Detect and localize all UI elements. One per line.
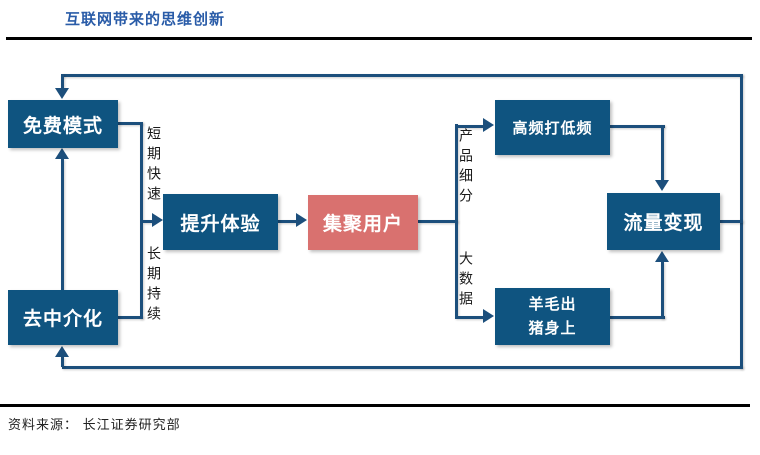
arrowhead-into-wool-icon [483, 309, 494, 323]
title-divider-line [6, 37, 752, 40]
arrowhead-into-free-model-top-icon [55, 88, 69, 99]
edge-disintermediation-out [118, 316, 143, 319]
edge-label-big-data: 大数据 [458, 251, 474, 311]
node-wool-label: 羊毛出 猪身上 [528, 293, 576, 340]
edge-loop-to-free-model [61, 74, 64, 89]
node-disintermediation: 去中介化 [8, 290, 118, 345]
edge-frame-top [62, 74, 743, 77]
node-traffic-monetization-label: 流量变现 [623, 213, 704, 234]
node-aggregate-users: 集聚用户 [308, 195, 418, 250]
edge-loop-to-disintermediation [61, 357, 64, 367]
figure-title: 互联网带来的思维创新 [65, 11, 226, 28]
edge-high-freq-out [610, 125, 665, 128]
arrowhead-into-improve-experience-icon [152, 213, 163, 227]
edge-wool-to-monetization [661, 262, 664, 319]
node-wool-from-pig: 羊毛出 猪身上 [495, 288, 610, 345]
footer-divider-line [0, 404, 750, 407]
edge-wool-out [610, 316, 665, 319]
edge-into-high-freq [458, 125, 484, 128]
node-disintermediation-label: 去中介化 [22, 309, 103, 330]
node-free-model: 免费模式 [8, 100, 118, 148]
edge-left-merge-rail [140, 122, 143, 319]
node-improve-experience-label: 提升体验 [180, 213, 261, 235]
arrowhead-into-free-model-bottom-icon [55, 148, 69, 159]
arrowhead-into-aggregate-users-icon [296, 213, 307, 227]
edge-disintermediation-to-free-model [61, 159, 64, 290]
arrowhead-into-high-freq-icon [483, 118, 494, 132]
node-aggregate-users-label: 集聚用户 [322, 214, 403, 235]
edge-improve-to-aggregate [278, 220, 297, 223]
edge-into-improve-experience [143, 220, 153, 223]
arrowhead-into-disintermediation-icon [55, 346, 69, 357]
edge-free-model-out [118, 122, 143, 125]
node-high-freq-beats-low: 高频打低频 [495, 100, 610, 155]
node-wool-label-line1: 羊毛出 [528, 296, 577, 314]
node-traffic-monetization: 流量变现 [607, 193, 720, 250]
edge-label-product-segmentation: 产品细分 [458, 128, 474, 208]
node-high-freq-label: 高频打低频 [512, 120, 593, 137]
node-free-model-label: 免费模式 [22, 115, 103, 137]
edge-label-long-term-sustained: 长期持续 [146, 246, 162, 326]
edge-right-split-rail [455, 124, 458, 319]
edge-high-freq-to-monetization [661, 125, 664, 181]
arrowhead-into-monetization-top-icon [655, 180, 669, 191]
edge-frame-bottom [62, 366, 743, 369]
source-note: 资料来源： 长江证券研究部 [8, 417, 181, 432]
edge-monetization-to-loop [720, 220, 743, 223]
arrowhead-into-monetization-bottom-icon [655, 251, 669, 262]
edge-label-short-term-fast: 短期快速 [146, 126, 162, 206]
edge-into-wool [458, 316, 484, 319]
node-wool-label-line2: 猪身上 [528, 319, 577, 337]
edge-aggregate-out [418, 220, 458, 223]
node-improve-experience: 提升体验 [163, 194, 278, 250]
